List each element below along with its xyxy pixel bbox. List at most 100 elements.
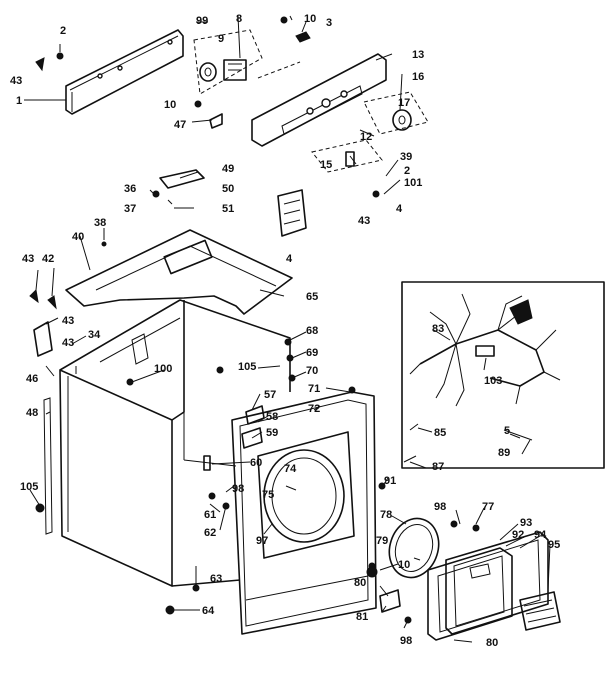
label-34: 34	[88, 329, 101, 341]
label-92: 92	[512, 529, 524, 541]
label-98: 98	[400, 635, 412, 647]
label-81: 81	[356, 611, 368, 623]
label-98: 98	[232, 483, 244, 495]
cabinet	[59, 299, 291, 587]
label-72: 72	[308, 403, 320, 415]
label-80: 80	[354, 577, 366, 589]
knob-left	[199, 62, 217, 82]
label-80: 80	[486, 637, 498, 649]
label-74: 74	[284, 463, 297, 475]
dashed-callouts	[193, 29, 429, 173]
control-panel-rear-bracket	[65, 29, 184, 115]
door-window-78	[388, 517, 440, 579]
label-37: 37	[124, 203, 136, 215]
switch-15	[345, 151, 355, 167]
label-101: 101	[404, 177, 422, 189]
label-17: 17	[398, 97, 410, 109]
leader-lines	[24, 15, 551, 643]
label-100: 100	[154, 363, 172, 375]
label-38: 38	[94, 217, 106, 229]
label-103: 103	[484, 375, 502, 387]
label-64: 64	[202, 605, 215, 617]
label-8: 8	[236, 13, 242, 25]
label-51: 51	[222, 203, 234, 215]
wiring-harness-inset	[401, 281, 605, 469]
label-59: 59	[266, 427, 278, 439]
label-99: 99	[196, 15, 208, 27]
label-65: 65	[306, 291, 318, 303]
label-46: 46	[26, 373, 38, 385]
label-16: 16	[412, 71, 424, 83]
label-94: 94	[534, 529, 547, 541]
control-panel-console	[251, 53, 387, 147]
label-4: 4	[396, 203, 403, 215]
label-105: 105	[238, 361, 256, 373]
label-4: 4	[286, 253, 293, 265]
lint-cover-49	[159, 169, 205, 189]
label-15: 15	[320, 159, 332, 171]
label-105: 105	[20, 481, 38, 493]
label-1: 1	[16, 95, 22, 107]
label-70: 70	[306, 365, 318, 377]
label-49: 49	[222, 163, 234, 175]
label-43: 43	[62, 315, 74, 327]
label-36: 36	[124, 183, 136, 195]
label-61: 61	[204, 509, 216, 521]
label-78: 78	[380, 509, 392, 521]
switch-part-3	[295, 31, 311, 43]
label-97: 97	[256, 535, 268, 547]
label-95: 95	[548, 539, 560, 551]
label-58: 58	[266, 411, 278, 423]
label-62: 62	[204, 527, 216, 539]
label-3: 3	[326, 17, 332, 29]
label-12: 12	[360, 131, 372, 143]
label-5: 5	[504, 425, 510, 437]
label-75: 75	[262, 489, 274, 501]
label-85: 85	[434, 427, 446, 439]
label-98: 98	[434, 501, 446, 513]
knob-small	[209, 113, 223, 129]
label-87: 87	[432, 461, 444, 473]
label-91: 91	[384, 475, 396, 487]
label-10: 10	[304, 13, 316, 25]
front-panel	[231, 391, 377, 635]
label-40: 40	[72, 231, 84, 243]
label-13: 13	[412, 49, 424, 61]
label-63: 63	[210, 573, 222, 585]
label-60: 60	[250, 457, 262, 469]
hinge-80	[379, 589, 401, 613]
top-panel	[65, 229, 293, 315]
label-39: 39	[400, 151, 412, 163]
label-69: 69	[306, 347, 318, 359]
label-47: 47	[174, 119, 186, 131]
label-57: 57	[264, 389, 276, 401]
door-outer	[445, 531, 549, 635]
label-89: 89	[498, 447, 510, 459]
label-9: 9	[218, 33, 224, 45]
label-77: 77	[482, 501, 494, 513]
label-68: 68	[306, 325, 318, 337]
label-79: 79	[376, 535, 388, 547]
label-93: 93	[520, 517, 532, 529]
label-48: 48	[26, 407, 38, 419]
label-43: 43	[22, 253, 34, 265]
label-2: 2	[60, 25, 66, 37]
timer-switch	[223, 59, 247, 81]
fasteners	[29, 16, 480, 624]
label-83: 83	[432, 323, 444, 335]
label-71: 71	[308, 383, 320, 395]
label-10: 10	[398, 559, 410, 571]
door-inner	[427, 547, 513, 641]
label-10: 10	[164, 99, 176, 111]
handle-95	[519, 591, 561, 631]
label-2: 2	[404, 165, 410, 177]
label-42: 42	[42, 253, 54, 265]
label-43: 43	[10, 75, 22, 87]
part-labels: 2 43 1 99 8 9 10 3 13 16 17 10 47 12 39 …	[10, 13, 560, 649]
label-43: 43	[358, 215, 370, 227]
label-50: 50	[222, 183, 234, 195]
label-43: 43	[62, 337, 74, 349]
knob-right	[392, 109, 412, 131]
door-switch-parts	[277, 189, 307, 237]
